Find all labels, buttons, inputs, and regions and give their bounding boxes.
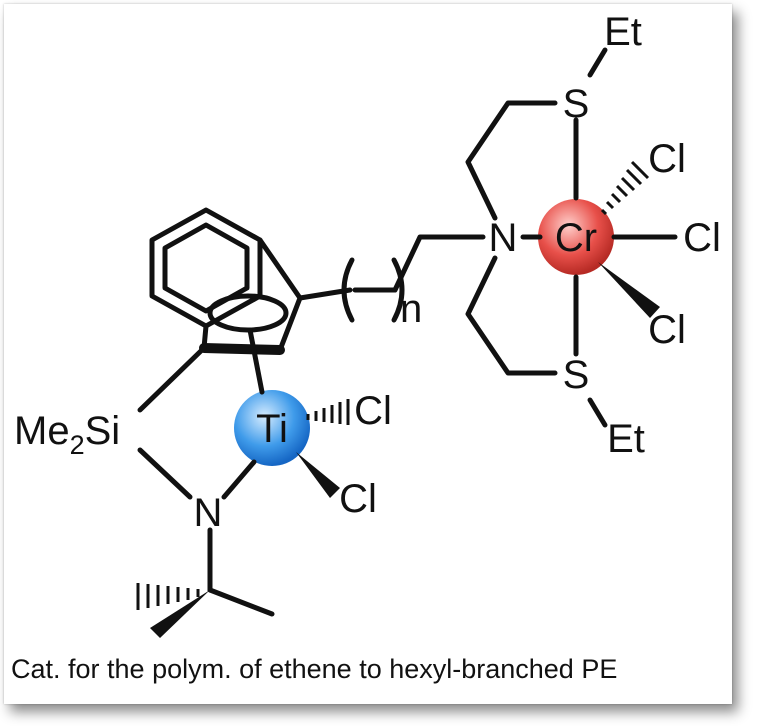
- figure-caption: Cat. for the polym. of ethene to hexyl-b…: [11, 654, 618, 684]
- indenyl-ligand: [149, 207, 303, 355]
- ti-sphere: [234, 390, 310, 466]
- upper-thioether-arm: [465, 47, 608, 221]
- cr-sphere: [538, 199, 614, 275]
- me-text: Me: [14, 409, 70, 453]
- cp-si-bond: [137, 345, 207, 413]
- s-bottom-label: S: [563, 353, 590, 397]
- figure-card: [4, 4, 732, 704]
- lower-thioether-arm: [465, 255, 608, 428]
- cl-ti-1-label: Cl: [354, 389, 392, 433]
- cl-cr-2-label: Cl: [683, 216, 721, 260]
- alkyl-linker-chain: [297, 234, 486, 323]
- ti-cl-hashed-bond: [306, 399, 350, 425]
- cl-cr-1-label: Cl: [648, 137, 686, 181]
- ti-label: Ti: [256, 407, 288, 451]
- cr-cl-hashed-bond: [600, 160, 650, 216]
- me-subscript: 2: [70, 430, 85, 460]
- subscript-n-label: n: [400, 287, 422, 331]
- cp-ti-bond: [247, 327, 265, 395]
- si-text: Si: [85, 409, 121, 453]
- n-amido-label: N: [194, 491, 223, 535]
- n-amine-label: N: [489, 216, 518, 260]
- s-top-label: S: [563, 82, 590, 126]
- tert-butyl-group: [136, 527, 275, 638]
- cl-cr-3-label: Cl: [648, 308, 686, 352]
- ti-cl-wedge-bond: [296, 452, 340, 498]
- et-top-label: Et: [604, 10, 642, 54]
- cl-ti-2-label: Cl: [339, 477, 377, 521]
- me2si-label: Me2Si: [14, 409, 120, 460]
- cr-label: Cr: [555, 216, 597, 260]
- cr-cl-wedge-bond: [598, 262, 660, 318]
- et-bottom-label: Et: [607, 417, 645, 461]
- n-ti-bond: [221, 459, 257, 500]
- si-n-bond: [137, 447, 193, 500]
